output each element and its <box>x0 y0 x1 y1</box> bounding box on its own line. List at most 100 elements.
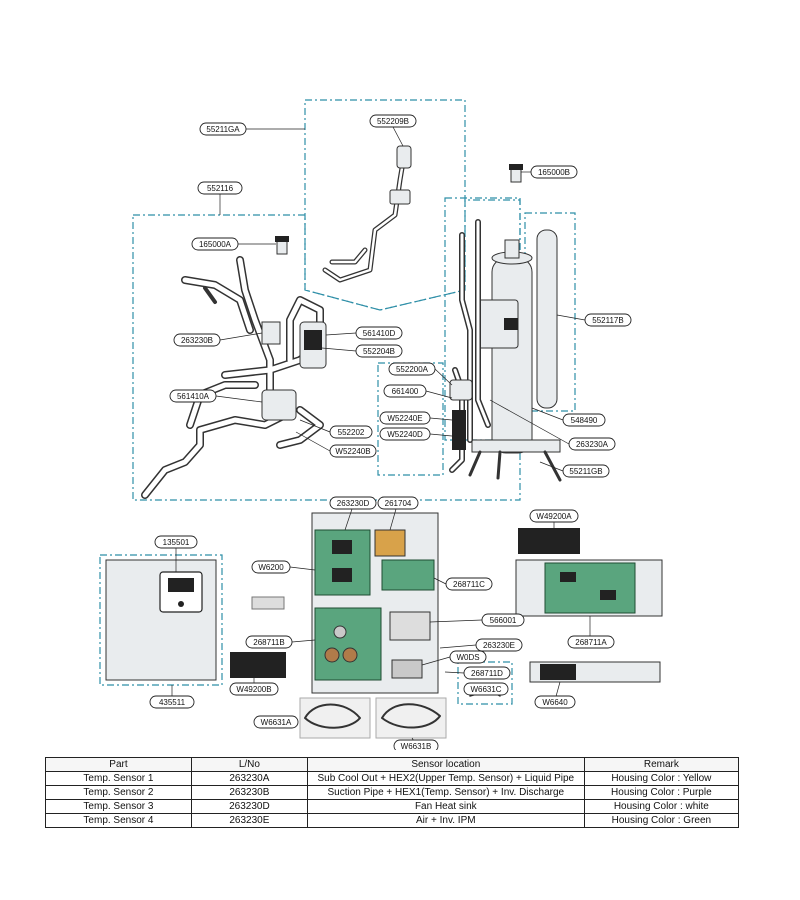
svg-text:W52240B: W52240B <box>335 447 370 456</box>
compressor-assembly <box>449 164 562 482</box>
svg-text:268711B: 268711B <box>253 638 284 647</box>
callout-W52240E: W52240E <box>379 411 431 425</box>
cell-part: Temp. Sensor 3 <box>45 799 192 814</box>
callout-548490: 548490 <box>562 413 606 427</box>
header-remark: Remark <box>583 757 740 772</box>
terminal-block-W6640 <box>529 661 661 683</box>
accumulator-552117B <box>536 229 558 409</box>
svg-text:W52240D: W52240D <box>387 430 423 439</box>
callout-561410A: 561410A <box>169 389 217 403</box>
callout-566001: 566001 <box>481 613 525 627</box>
cell-remark: Housing Color : Yellow <box>583 771 740 786</box>
cell-lno: 263230E <box>190 813 308 828</box>
valve-552209B <box>396 145 412 169</box>
cell-location: Sub Cool Out + HEX2(Upper Temp. Sensor) … <box>306 771 585 786</box>
svg-text:W6631C: W6631C <box>470 685 501 694</box>
svg-text:552117B: 552117B <box>592 316 623 325</box>
callout-268711D: 268711D <box>463 666 511 680</box>
cell-part: Temp. Sensor 2 <box>45 785 192 800</box>
callout-165000A: 165000A <box>191 237 239 251</box>
callout-55211GB: 55211GB <box>562 464 610 478</box>
callout-263230E: 263230E <box>475 638 523 652</box>
callout-552117B: 552117B <box>584 313 632 327</box>
callout-552116: 552116 <box>197 181 243 195</box>
pcb-268711C <box>381 559 435 591</box>
outline-268711D <box>457 661 513 705</box>
svg-text:268711D: 268711D <box>471 669 503 678</box>
callout-W6640: W6640 <box>534 695 576 709</box>
callout-W6200: W6200 <box>251 560 291 574</box>
svg-text:552209B: 552209B <box>377 117 409 126</box>
svg-text:263230D: 263230D <box>337 499 370 508</box>
svg-text:435511: 435511 <box>159 698 186 707</box>
pipe-assembly-552116 <box>141 236 327 499</box>
four-way-valve <box>261 389 297 421</box>
cell-location: Fan Heat sink <box>306 799 585 814</box>
header-sensor-location: Sensor location <box>306 757 585 772</box>
svg-text:561410A: 561410A <box>177 392 210 401</box>
svg-text:552204B: 552204B <box>363 347 395 356</box>
svg-text:268711A: 268711A <box>575 638 607 647</box>
callout-263230B: 263230B <box>173 333 221 347</box>
svg-text:W49200B: W49200B <box>236 685 271 694</box>
sensor-table: Part L/No Sensor location Remark Temp. S… <box>45 757 740 828</box>
service-valve-165000B <box>510 167 522 183</box>
outline-55211GA <box>304 99 466 311</box>
svg-text:165000A: 165000A <box>199 240 232 249</box>
cell-remark: Housing Color : Purple <box>583 785 740 800</box>
heat-sink-W49200B <box>230 652 286 678</box>
compressor-shell <box>491 257 533 454</box>
svg-text:263230A: 263230A <box>576 440 609 449</box>
svg-text:548490: 548490 <box>571 416 598 425</box>
electrical-panel <box>251 512 439 694</box>
heat-sinks <box>230 528 580 678</box>
svg-text:263230B: 263230B <box>181 336 213 345</box>
control-box-135501 <box>105 559 217 681</box>
table-row: Temp. Sensor 1 263230A Sub Cool Out + HE… <box>45 771 740 786</box>
callout-W49200A: W49200A <box>529 509 579 523</box>
svg-text:W0DS: W0DS <box>456 653 479 662</box>
callout-268711C: 268711C <box>445 577 493 591</box>
header-part: Part <box>45 757 192 772</box>
callout-W0DS: W0DS <box>449 650 487 664</box>
callout-W49200B: W49200B <box>229 682 279 696</box>
table-row: Temp. Sensor 4 263230E Air + Inv. IPM Ho… <box>45 813 740 828</box>
callout-55211GA: 55211GA <box>199 122 247 136</box>
table-header-row: Part L/No Sensor location Remark <box>45 757 740 772</box>
callout-263230A: 263230A <box>568 437 616 451</box>
svg-text:W6640: W6640 <box>542 698 568 707</box>
cell-part: Temp. Sensor 4 <box>45 813 192 828</box>
svg-text:566001: 566001 <box>490 616 517 625</box>
heat-sink-W49200A <box>518 528 580 554</box>
cell-remark: Housing Color : Green <box>583 813 740 828</box>
svg-text:W49200A: W49200A <box>536 512 572 521</box>
cable-W6631A <box>304 703 361 729</box>
callout-268711B: 268711B <box>245 635 293 649</box>
svg-text:135501: 135501 <box>163 538 190 547</box>
svg-text:561410D: 561410D <box>363 329 396 338</box>
cell-part: Temp. Sensor 1 <box>45 771 192 786</box>
service-valve-165000A <box>276 239 288 255</box>
sensor-block <box>261 321 281 345</box>
svg-text:261704: 261704 <box>385 499 412 508</box>
svg-text:661400: 661400 <box>392 387 419 396</box>
header-lno: L/No <box>190 757 308 772</box>
callout-165000B: 165000B <box>530 165 578 179</box>
cell-lno: 263230B <box>190 785 308 800</box>
cell-remark: Housing Color : white <box>583 799 740 814</box>
svg-text:552200A: 552200A <box>396 365 429 374</box>
callout-552204B: 552204B <box>355 344 403 358</box>
callout-435511: 435511 <box>149 695 195 709</box>
pcb-main-upper <box>314 529 371 596</box>
cell-lno: 263230A <box>190 771 308 786</box>
callout-268711A: 268711A <box>567 635 615 649</box>
callout-552202: 552202 <box>329 425 373 439</box>
callout-W52240B: W52240B <box>329 444 377 458</box>
callout-561410D: 561410D <box>355 326 403 340</box>
outline-control-box <box>99 554 223 686</box>
svg-text:W6631A: W6631A <box>261 718 292 727</box>
callout-261704: 261704 <box>377 496 419 510</box>
svg-text:268711C: 268711C <box>453 580 485 589</box>
pcb-268711A <box>515 559 663 617</box>
svg-text:W6631B: W6631B <box>401 742 432 750</box>
